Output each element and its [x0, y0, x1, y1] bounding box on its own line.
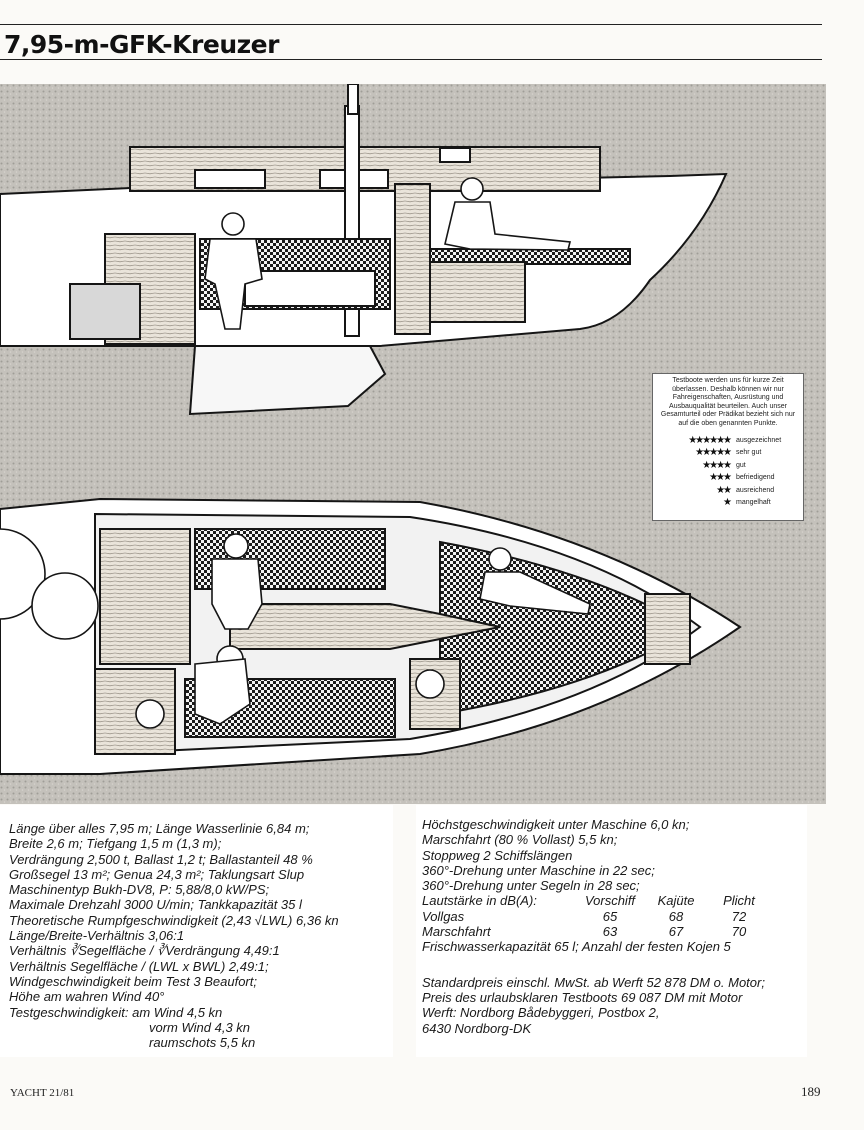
noise-cell: Vollgas — [422, 908, 465, 924]
legend-label: gut — [736, 461, 746, 469]
price-line: 6430 Nordborg-DK — [422, 1020, 532, 1036]
noise-cell: 65 — [602, 908, 618, 924]
magazine-issue: YACHT 21/81 — [10, 1087, 75, 1099]
noise-cell: 68 — [668, 908, 684, 924]
spec-line: Länge über alles 7,95 m; Länge Wasserlin… — [9, 821, 310, 836]
spec-line: Maschinentyp Bukh-DV8, P: 5,88/8,0 kW/PS… — [9, 882, 270, 898]
page-title: 7,95-m-GFK-Kreuzer — [4, 30, 279, 59]
spec-line: Verhältnis ∛Segelfläche / ∛Verdrängung 4… — [9, 943, 280, 959]
legend-label: ausreichend — [736, 486, 775, 494]
rating-legend: Testboote werden uns für kurze Zeit über… — [652, 373, 804, 521]
noise-col-label: Kajüte — [657, 893, 695, 909]
spec-line: Breite 2,6 m; Tiefgang 1,5 m (1,3 m); — [9, 836, 222, 852]
price-line: Werft: Nordborg Bådebyggeri, Postbox 2, — [422, 1005, 660, 1021]
legend-intro-text: Testboote werden uns für kurze Zeit über… — [660, 377, 796, 427]
side-section-drawing — [0, 84, 728, 416]
legend-row: ★★ ausreichend — [658, 484, 798, 497]
legend-row: ★★★ befriedigend — [658, 472, 798, 485]
spec-line: Theoretische Rumpfgeschwindigkeit (2,43 … — [9, 912, 339, 928]
boat-illustration: Testboote werden uns für kurze Zeit über… — [0, 84, 826, 804]
spec-line: raumschots 5,5 kn — [149, 1035, 256, 1051]
star-icon: ★★★ — [709, 472, 732, 484]
noise-col-label: Lautstärke in dB(A): — [422, 893, 537, 909]
specs-left-panel: Länge über alles 7,95 m; Länge Wasserlin… — [0, 805, 393, 1057]
freshwater-line: Frischwasserkapazität 65 l; Anzahl der f… — [422, 939, 731, 955]
spec-line: Testgeschwindigkeit: am Wind 4,5 kn — [9, 1004, 223, 1020]
spec-line: vorm Wind 4,3 kn — [149, 1019, 251, 1035]
legend-row: ★★★★★ sehr gut — [658, 447, 798, 460]
price-line: Preis des urlaubsklaren Testboots 69 087… — [422, 989, 743, 1005]
price-line: Standardpreis einschl. MwSt. ab Werft 52… — [422, 974, 765, 990]
spec-line: Höhe am wahren Wind 40° — [9, 989, 165, 1005]
star-icon: ★ — [723, 497, 732, 509]
noise-table-row: Vollgas 65 68 72 — [422, 909, 801, 924]
spec-line: Großsegel 13 m²; Genua 24,3 m²; Taklungs… — [9, 866, 305, 882]
spec-line: Verhältnis Segelfläche / (LWL x BWL) 2,4… — [9, 958, 269, 974]
top-rule — [0, 24, 822, 25]
spec-line: 360°-Drehung unter Maschine in 22 sec; — [422, 862, 655, 878]
star-icon: ★★ — [716, 484, 732, 496]
legend-label: sehr gut — [736, 449, 762, 457]
noise-col-label: Plicht — [723, 893, 755, 909]
legend-row: ★★★★ gut — [658, 459, 798, 472]
spec-line: Marschfahrt (80 % Vollast) 5,5 kn; — [422, 832, 618, 848]
spec-line: Verdrängung 2,500 t, Ballast 1,2 t; Ball… — [9, 851, 313, 867]
legend-row: ★★★★★★ ausgezeichnet — [658, 434, 798, 447]
noise-cell: 70 — [731, 924, 747, 940]
spec-line: Höchstgeschwindigkeit unter Maschine 6,0… — [422, 817, 690, 832]
specs-right-panel: Höchstgeschwindigkeit unter Maschine 6,0… — [416, 805, 807, 1057]
page-number: 189 — [801, 1084, 821, 1099]
spec-line: Länge/Breite-Verhältnis 3,06:1 — [9, 928, 185, 944]
noise-table-header: Lautstärke in dB(A): Vorschiff Kajüte Pl… — [422, 893, 801, 908]
legend-label: befriedigend — [736, 474, 775, 482]
noise-table-row: Marschfahrt 63 67 70 — [422, 924, 801, 939]
star-icon: ★★★★★★ — [688, 434, 732, 446]
noise-col-label: Vorschiff — [584, 893, 636, 909]
noise-cell: 72 — [731, 908, 747, 924]
legend-label: ausgezeichnet — [736, 436, 782, 444]
title-rule — [0, 59, 822, 60]
legend-label: mangelhaft — [736, 499, 771, 507]
spec-line: Stoppweg 2 Schiffslängen — [422, 847, 573, 863]
star-icon: ★★★★ — [702, 459, 732, 471]
star-icon: ★★★★★ — [695, 447, 732, 459]
noise-cell: 67 — [668, 924, 684, 940]
spec-line: Maximale Drehzahl 3000 U/min; Tankkapazi… — [9, 897, 302, 913]
noise-cell: Marschfahrt — [422, 924, 491, 940]
spec-line: 360°-Drehung unter Segeln in 28 sec; — [422, 878, 640, 894]
noise-cell: 63 — [602, 924, 618, 940]
spec-line: Windgeschwindigkeit beim Test 3 Beaufort… — [9, 973, 257, 989]
legend-row: ★ mangelhaft — [658, 497, 798, 510]
